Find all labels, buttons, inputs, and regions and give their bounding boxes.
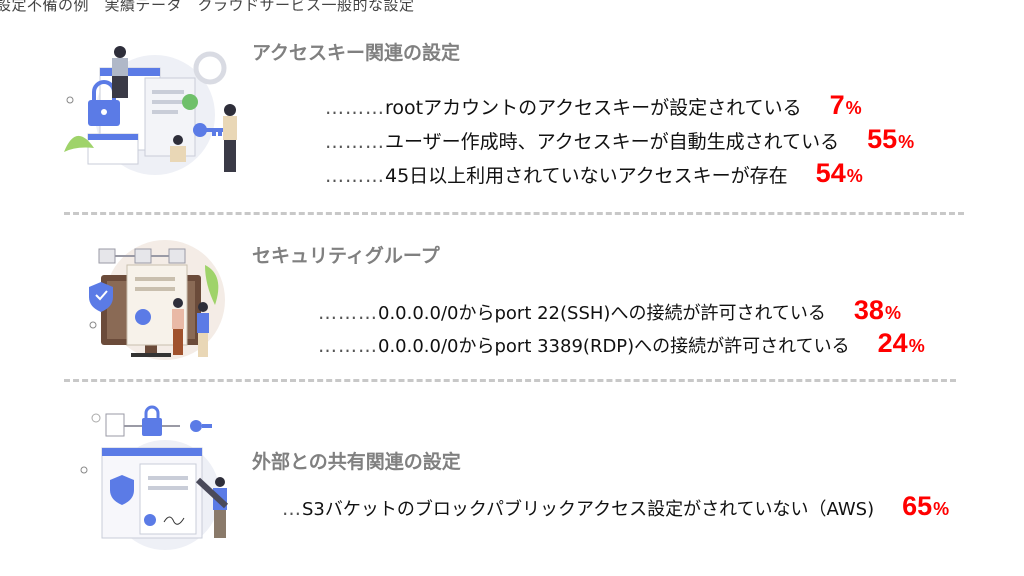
- leader-dots: ………: [325, 97, 385, 119]
- stat-unit: %: [846, 166, 863, 186]
- stat-value: 7: [829, 90, 845, 120]
- stat-label: 0.0.0.0/0からport 3389(RDP)への接続が許可されている: [378, 336, 850, 357]
- security-group-illustration-icon: [65, 225, 240, 365]
- breadcrumb: 設定不備の例 実績データ クラウドサービス一般的な設定: [0, 0, 415, 14]
- stat-value: 55: [867, 124, 898, 154]
- stat-s3-public-access: … S3バケットのブロックパブリックアクセス設定がされていない（AWS) 65%: [282, 491, 949, 522]
- external-sharing-illustration-icon: [70, 400, 240, 550]
- access-key-illustration-icon: [60, 40, 245, 180]
- stat-unit: %: [908, 336, 925, 356]
- stat-label: ユーザー作成時、アクセスキーが自動生成されている: [385, 131, 840, 153]
- section-title-security-group: セキュリティグループ: [252, 245, 440, 267]
- leader-dots: ………: [318, 302, 378, 324]
- stat-rdp-open: ……… 0.0.0.0/0からport 3389(RDP)への接続が許可されてい…: [318, 328, 925, 359]
- stat-root-access-key: ……… rootアカウントのアクセスキーが設定されている 7%: [325, 90, 862, 121]
- stat-unused-key: ……… 45日以上利用されていないアクセスキーが存在 54%: [325, 158, 863, 189]
- stat-auto-generated-key: ……… ユーザー作成時、アクセスキーが自動生成されている 55%: [325, 124, 914, 155]
- stat-label: S3バケットのブロックパブリックアクセス設定がされていない（AWS): [302, 499, 875, 520]
- stat-unit: %: [898, 132, 915, 152]
- section-title-access-keys: アクセスキー関連の設定: [252, 42, 461, 64]
- section-divider: [64, 212, 964, 215]
- stat-label: 45日以上利用されていないアクセスキーが存在: [385, 165, 788, 187]
- leader-dots: …: [282, 498, 302, 520]
- stat-unit: %: [884, 303, 901, 323]
- stat-value: 38: [853, 295, 884, 325]
- leader-dots: ………: [325, 165, 385, 187]
- section-title-external-sharing: 外部との共有関連の設定: [252, 451, 461, 473]
- leader-dots: ………: [318, 335, 378, 357]
- stat-value: 65: [902, 491, 933, 521]
- stat-ssh-open: ……… 0.0.0.0/0からport 22(SSH)への接続が許可されている …: [318, 295, 901, 326]
- stat-label: 0.0.0.0/0からport 22(SSH)への接続が許可されている: [378, 303, 826, 324]
- stat-label: rootアカウントのアクセスキーが設定されている: [385, 97, 802, 119]
- stat-unit: %: [933, 499, 950, 519]
- stat-unit: %: [845, 98, 862, 118]
- section-divider: [64, 379, 956, 382]
- leader-dots: ………: [325, 131, 385, 153]
- stat-value: 24: [877, 328, 908, 358]
- stat-value: 54: [815, 158, 846, 188]
